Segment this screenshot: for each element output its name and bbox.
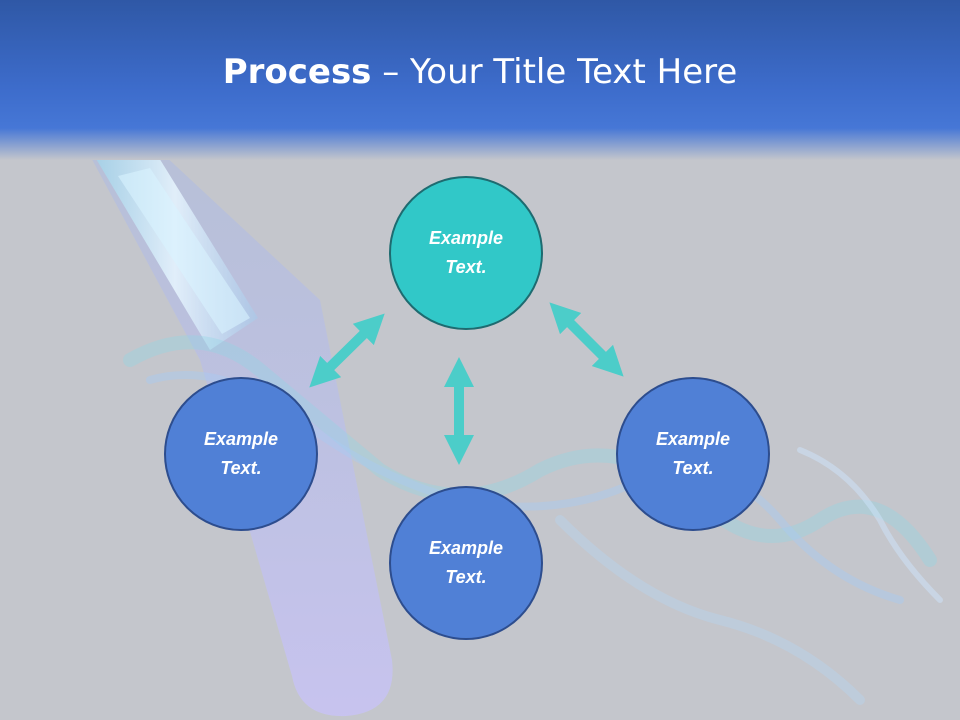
- slide-title-rest: – Your Title Text Here: [371, 52, 738, 92]
- node-top: Example Text.: [389, 176, 543, 330]
- slide-title-bold: Process: [222, 52, 372, 92]
- node-right-label: Example Text.: [655, 429, 731, 478]
- node-left-label: Example Text.: [203, 429, 279, 478]
- arrow-top-left: [309, 313, 385, 388]
- arrow-top-right: [549, 302, 624, 377]
- slide-title: Process – Your Title Text Here: [0, 52, 960, 92]
- node-bottom: Example Text.: [389, 486, 543, 640]
- node-left: Example Text.: [164, 377, 318, 531]
- title-banner: [0, 0, 960, 160]
- node-right: Example Text.: [616, 377, 770, 531]
- node-bottom-label: Example Text.: [428, 538, 504, 587]
- node-top-label: Example Text.: [428, 228, 504, 277]
